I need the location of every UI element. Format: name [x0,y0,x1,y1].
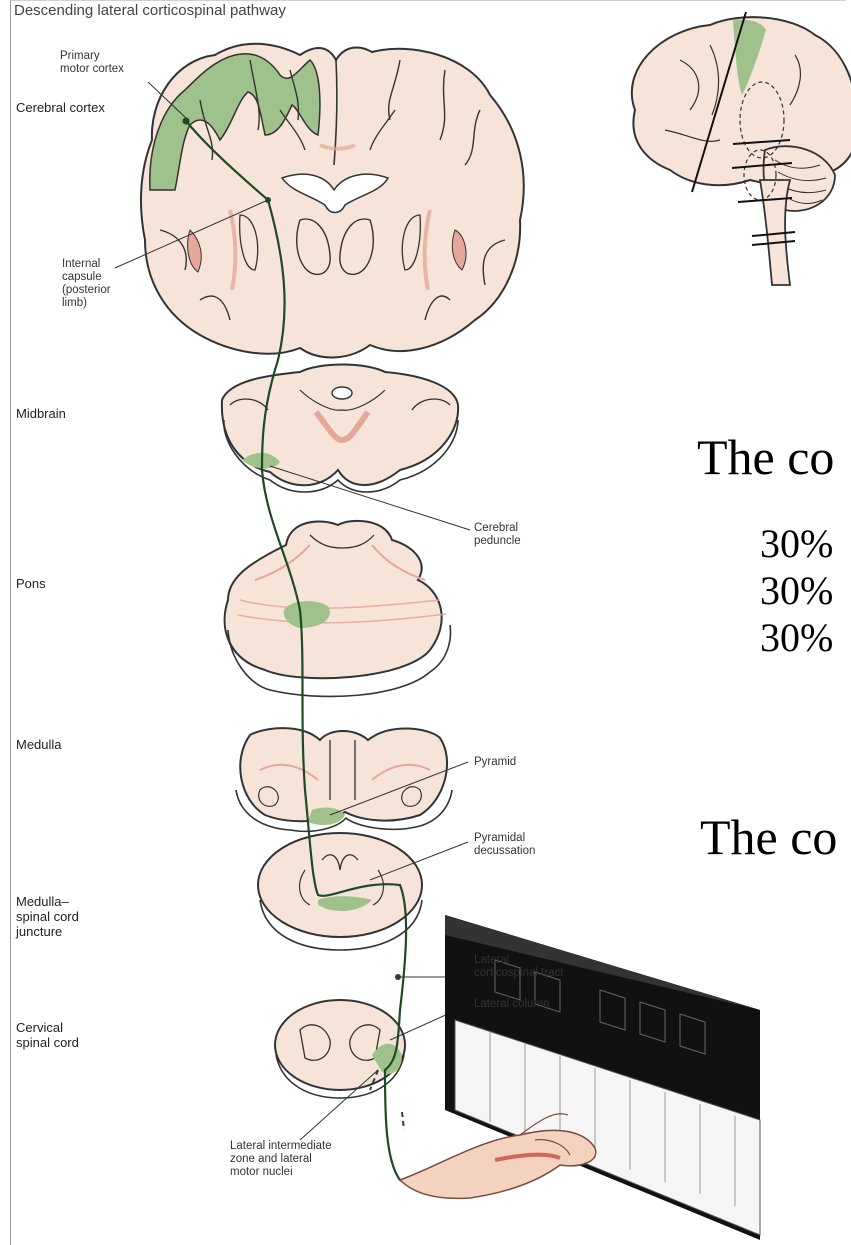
callout-decussation-line2: decussation [474,845,535,858]
callout-capsule-line1: Internal [62,258,111,271]
coronal-brain-section [141,44,524,358]
level-midbrain: Midbrain [16,406,66,421]
midbrain-section [222,365,458,493]
lateral-brain-inset [632,12,851,285]
level-cervical-line1: Cervical [16,1020,79,1035]
callout-tract-line2: corticospinal tract [474,967,563,980]
callout-lateral-intermediate-zone: Lateral intermediate zone and lateral mo… [230,1140,332,1179]
callout-capsule-line4: limb) [62,297,111,310]
pons-section [225,521,451,697]
level-pons: Pons [16,576,46,591]
callout-peduncle-line1: Cerebral [474,522,521,535]
callout-intermediate-line3: motor nuclei [230,1166,332,1179]
callout-primary-motor-cortex: Primary motor cortex [60,50,124,76]
callout-intermediate-line2: zone and lateral [230,1153,332,1166]
callout-decussation-line1: Pyramidal [474,832,535,845]
callout-lateral-column: Lateral column [474,998,549,1011]
callout-intermediate-line1: Lateral intermediate [230,1140,332,1153]
level-medulla-juncture: Medulla– spinal cord juncture [16,894,79,939]
callout-pyramid: Pyramid [474,756,516,769]
callout-primary-line1: Primary [60,50,124,63]
callout-cerebral-peduncle: Cerebral peduncle [474,522,521,548]
callout-internal-capsule: Internal capsule (posterior limb) [62,258,111,310]
medulla-section [236,728,452,831]
level-juncture-line1: Medulla– [16,894,79,909]
callout-lateral-corticospinal-tract: Lateral corticospinal tract [474,954,563,980]
callout-tract-line1: Lateral [474,954,563,967]
callout-capsule-line2: capsule [62,271,111,284]
callout-pyramidal-decussation: Pyramidal decussation [474,832,535,858]
level-cervical-line2: spinal cord [16,1035,79,1050]
level-cerebral-cortex: Cerebral cortex [16,100,105,115]
level-cervical: Cervical spinal cord [16,1020,79,1050]
level-juncture-line3: juncture [16,924,79,939]
callout-peduncle-line2: peduncle [474,535,521,548]
callout-capsule-line3: (posterior [62,284,111,297]
level-medulla: Medulla [16,737,62,752]
level-juncture-line2: spinal cord [16,909,79,924]
callout-primary-line2: motor cortex [60,63,124,76]
